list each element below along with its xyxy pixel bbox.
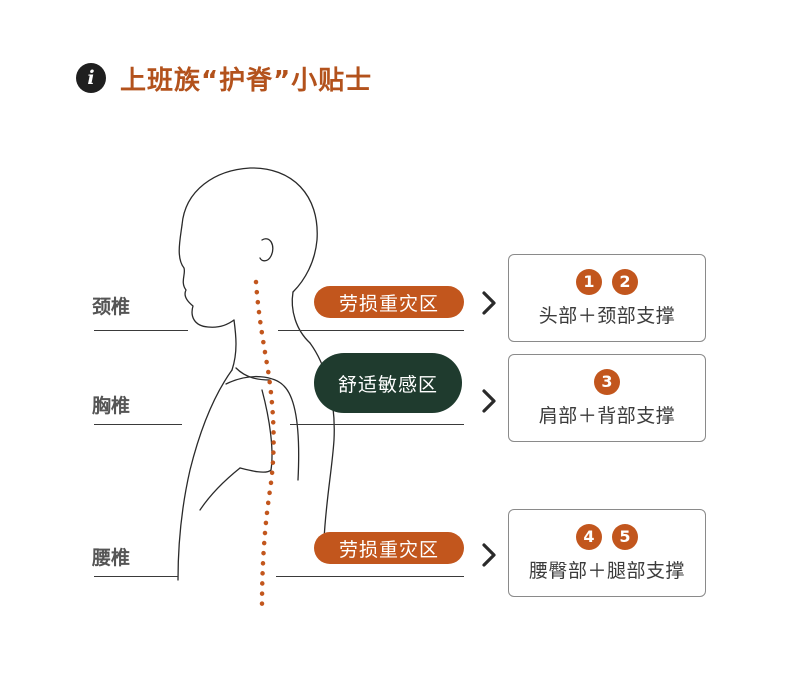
- number-badge: 3: [594, 368, 620, 395]
- advice-card-cervical: 1 2 头部＋颈部支撑: [508, 254, 706, 342]
- neck-front: [231, 319, 237, 371]
- region-label-thoracic: 胸椎: [92, 395, 131, 417]
- neck-back: [291, 291, 311, 344]
- shoulder-arc: [225, 375, 300, 481]
- tag-strain-zone: 劳损重灾区: [314, 286, 464, 318]
- number-badge: 1: [576, 268, 602, 295]
- advice-card-lumbar: 4 5 腰臀部＋腿部支撑: [508, 509, 706, 597]
- advice-text: 肩部＋背部支撑: [538, 404, 676, 427]
- chevron-right-icon: [482, 291, 496, 315]
- thoracic-line-right: [290, 424, 464, 425]
- arm-fold: [199, 467, 241, 511]
- lumbar-line-right: [276, 576, 464, 577]
- spine-dotted: [253, 279, 276, 609]
- chevron-right-icon: [482, 389, 496, 413]
- number-badge: 5: [612, 523, 638, 550]
- thoracic-line-left: [94, 424, 182, 425]
- tag-comfort-zone: 舒适敏感区: [314, 353, 462, 413]
- ear: [259, 238, 274, 262]
- advice-text: 头部＋颈部支撑: [538, 304, 676, 327]
- chest-line: [177, 369, 233, 581]
- badge-group: 4 5: [576, 523, 638, 550]
- region-label-lumbar: 腰椎: [92, 547, 131, 569]
- tag-strain-zone: 劳损重灾区: [314, 532, 464, 564]
- advice-card-thoracic: 3 肩部＋背部支撑: [508, 354, 706, 442]
- number-badge: 4: [576, 523, 602, 550]
- tip-icon: i: [76, 63, 106, 93]
- chevron-right-icon: [482, 543, 496, 567]
- advice-text: 腰臀部＋腿部支撑: [528, 559, 685, 582]
- page-title: 上班族“护脊”小贴士: [120, 65, 373, 96]
- head-outline: [181, 167, 318, 293]
- badge-group: 3: [594, 368, 620, 395]
- arm-line: [239, 389, 273, 473]
- badge-group: 1 2: [576, 268, 638, 295]
- header: i 上班族“护脊”小贴士: [76, 60, 372, 96]
- lumbar-line-left: [94, 576, 178, 577]
- region-label-cervical: 颈椎: [92, 296, 131, 318]
- cervical-line-right: [278, 330, 464, 331]
- cervical-line-left: [94, 330, 188, 331]
- number-badge: 2: [612, 268, 638, 295]
- face-profile: [178, 224, 235, 328]
- collar-detail: [235, 367, 271, 381]
